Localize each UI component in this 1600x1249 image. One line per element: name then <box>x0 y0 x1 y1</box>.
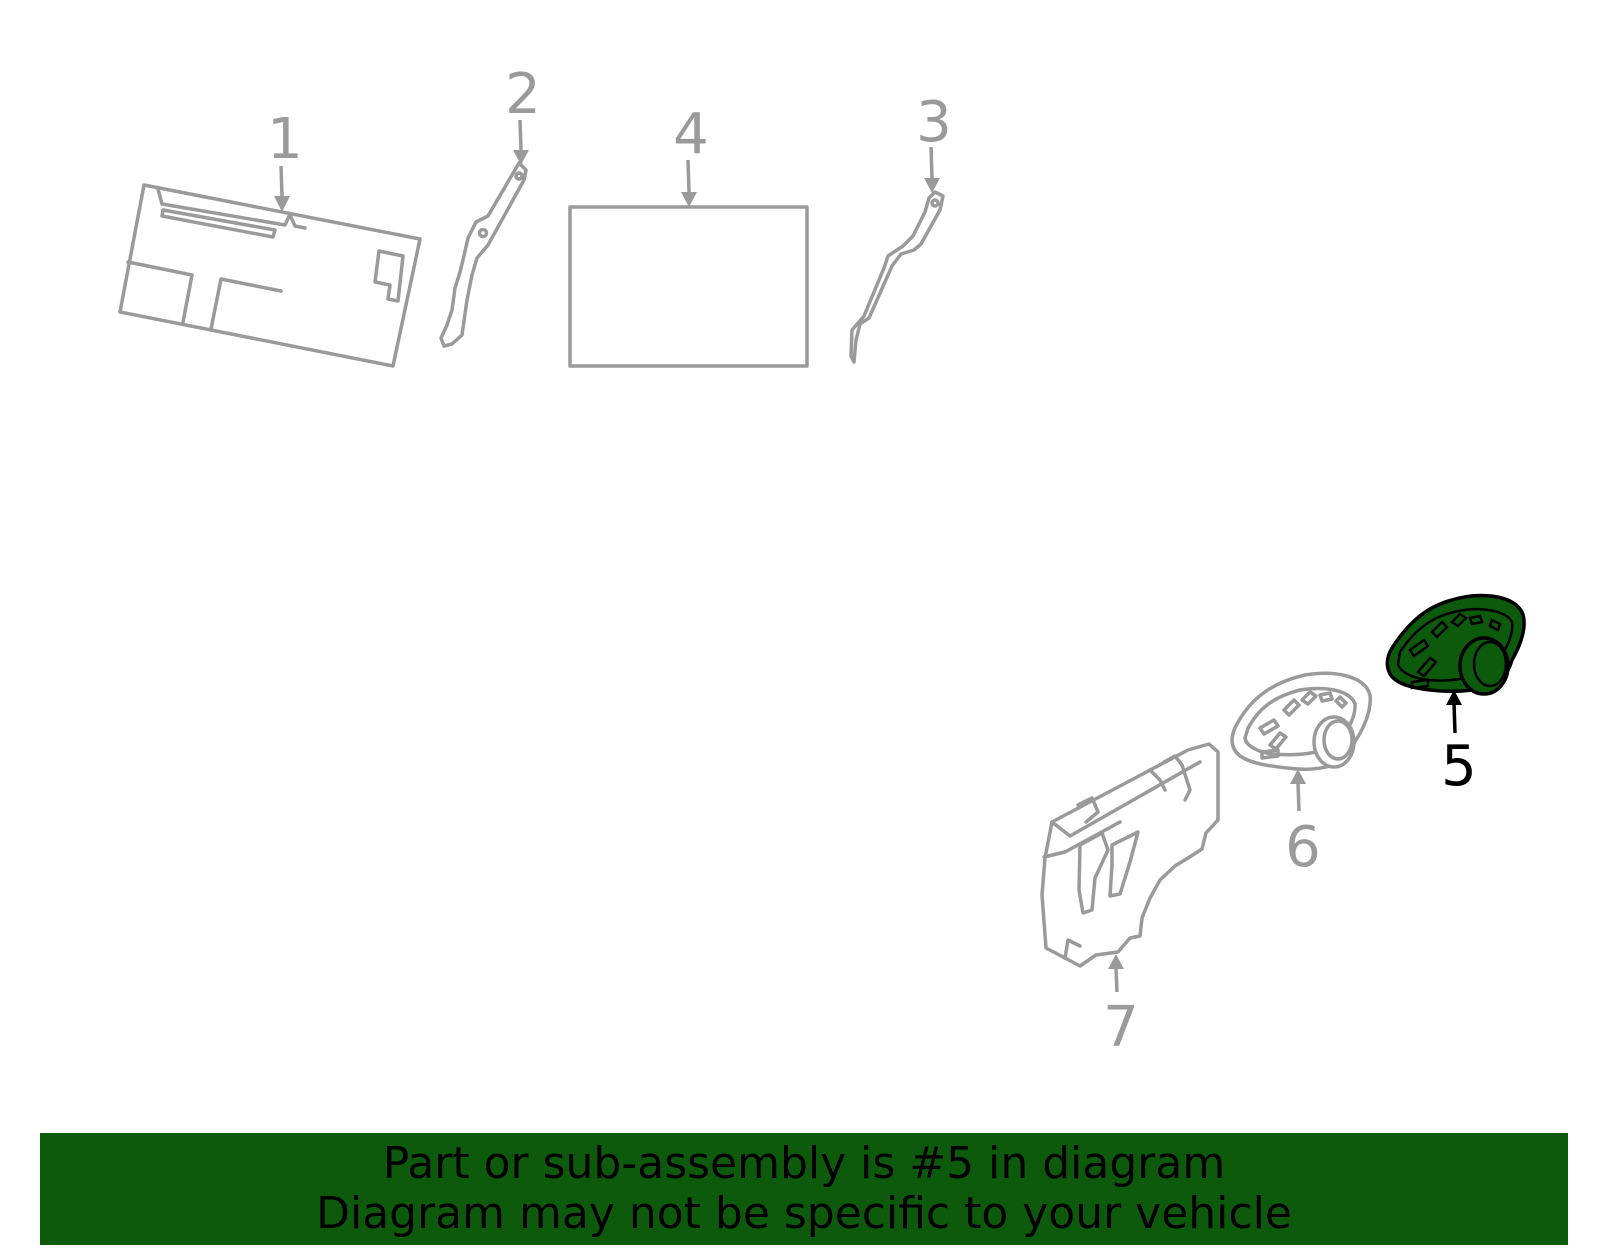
callout-label-1: 1 <box>267 107 303 172</box>
part-7-speaker-enclosure[interactable] <box>1040 742 1220 968</box>
part-3-right-bracket[interactable] <box>849 190 945 364</box>
callout-label-2: 2 <box>505 62 541 127</box>
callout-7: 7 <box>1103 954 1139 1060</box>
callout-3: 3 <box>916 90 952 193</box>
banner-line-2: Diagram may not be specific to your vehi… <box>316 1188 1292 1239</box>
callout-6: 6 <box>1285 769 1321 880</box>
part-6-speaker[interactable] <box>1230 671 1372 772</box>
callout-label-3: 3 <box>916 90 952 155</box>
banner-line-1: Part or sub-assembly is #5 in diagram <box>382 1138 1226 1189</box>
callout-label-4: 4 <box>673 102 709 167</box>
part-1-radio-unit[interactable] <box>118 183 422 368</box>
callout-2: 2 <box>505 62 541 165</box>
part-4-display-panel[interactable] <box>568 205 809 368</box>
part-5-speaker-highlighted[interactable] <box>1385 593 1526 696</box>
callout-5: 5 <box>1441 690 1477 799</box>
callout-1: 1 <box>267 107 303 212</box>
callout-label-5: 5 <box>1441 734 1477 799</box>
callout-label-7: 7 <box>1103 995 1139 1060</box>
callout-4: 4 <box>673 102 709 207</box>
info-banner: Part or sub-assembly is #5 in diagram Di… <box>40 1133 1568 1245</box>
callout-label-6: 6 <box>1285 815 1321 880</box>
part-2-left-bracket[interactable] <box>439 161 528 348</box>
